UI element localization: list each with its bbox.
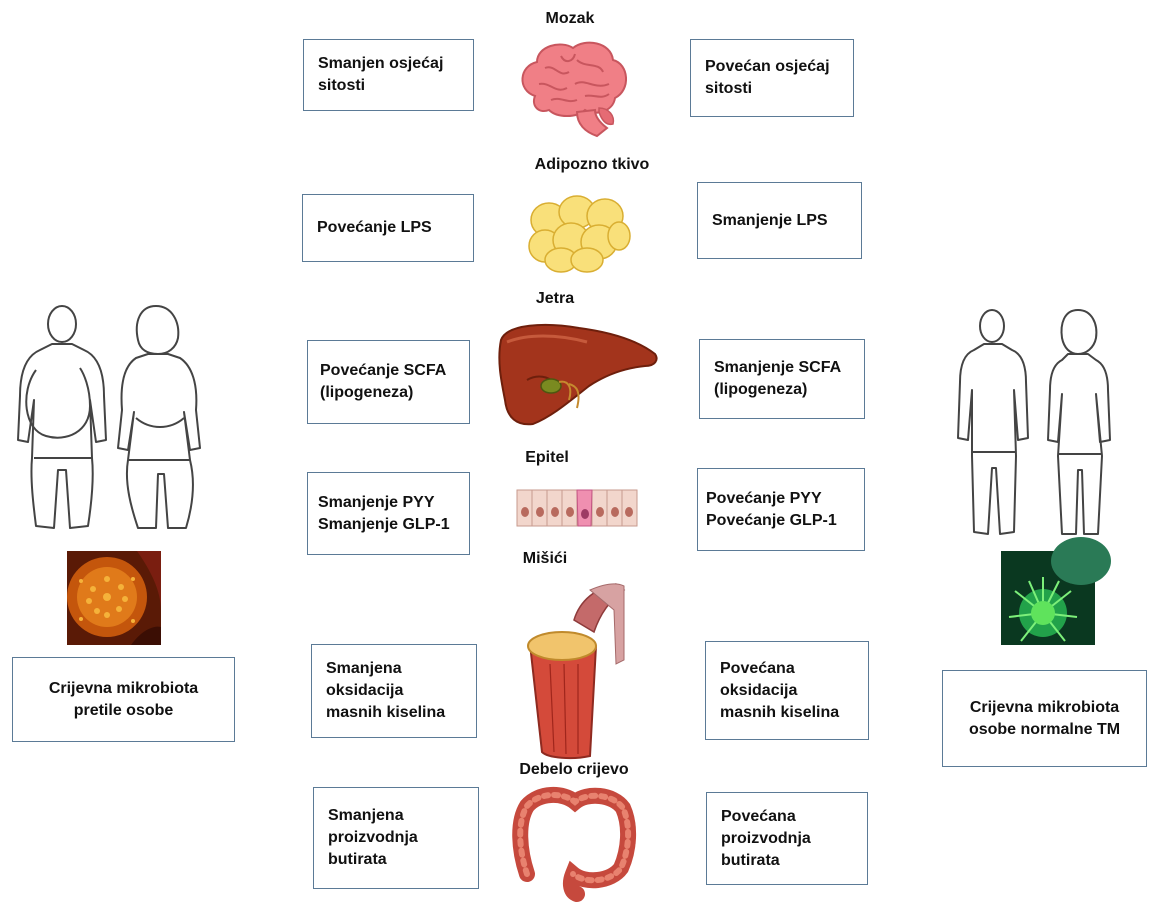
label-epithelium: Epitel: [447, 449, 647, 467]
green-bacteria-icon: [1001, 551, 1095, 645]
label-liver: Jetra: [455, 290, 655, 308]
normal-people-icon: [950, 306, 1130, 542]
epithelium-icon: [515, 486, 639, 530]
fat-tissue-icon: [527, 192, 631, 274]
box-colon-left: Smanjena proizvodnja butirata: [313, 787, 479, 889]
box-liver-left: Povećanje SCFA (lipogeneza): [307, 340, 470, 424]
box-adipose-right: Smanjenje LPS: [697, 182, 862, 259]
liver-icon: [497, 320, 661, 430]
box-microbiota-obese: Crijevna mikrobiota pretile osobe: [12, 657, 235, 742]
label-brain: Mozak: [470, 10, 670, 28]
muscle-icon: [520, 580, 628, 760]
colon-icon: [513, 788, 635, 898]
box-brain-left: Smanjen osjećaj sitosti: [303, 39, 474, 111]
box-microbiota-normal: Crijevna mikrobiota osobe normalne TM: [942, 670, 1147, 767]
box-colon-right: Povećana proizvodnja butirata: [706, 792, 868, 885]
box-epithelium-right: Povećanje PYY Povećanje GLP-1: [697, 468, 865, 551]
brain-icon: [515, 38, 631, 138]
label-colon: Debelo crijevo: [474, 761, 674, 779]
label-muscle: Mišići: [445, 550, 645, 568]
orange-bacteria-icon: [67, 551, 161, 645]
box-brain-right: Povećan osjećaj sitosti: [690, 39, 854, 117]
box-adipose-left: Povećanje LPS: [302, 194, 474, 262]
box-liver-right: Smanjenje SCFA (lipogeneza): [699, 339, 865, 419]
box-muscle-left: Smanjena oksidacija masnih kiselina: [311, 644, 477, 738]
box-epithelium-left: Smanjenje PYY Smanjenje GLP-1: [307, 472, 470, 555]
box-muscle-right: Povećana oksidacija masnih kiselina: [705, 641, 869, 740]
label-adipose: Adipozno tkivo: [492, 156, 692, 174]
obese-people-icon: [10, 300, 220, 540]
